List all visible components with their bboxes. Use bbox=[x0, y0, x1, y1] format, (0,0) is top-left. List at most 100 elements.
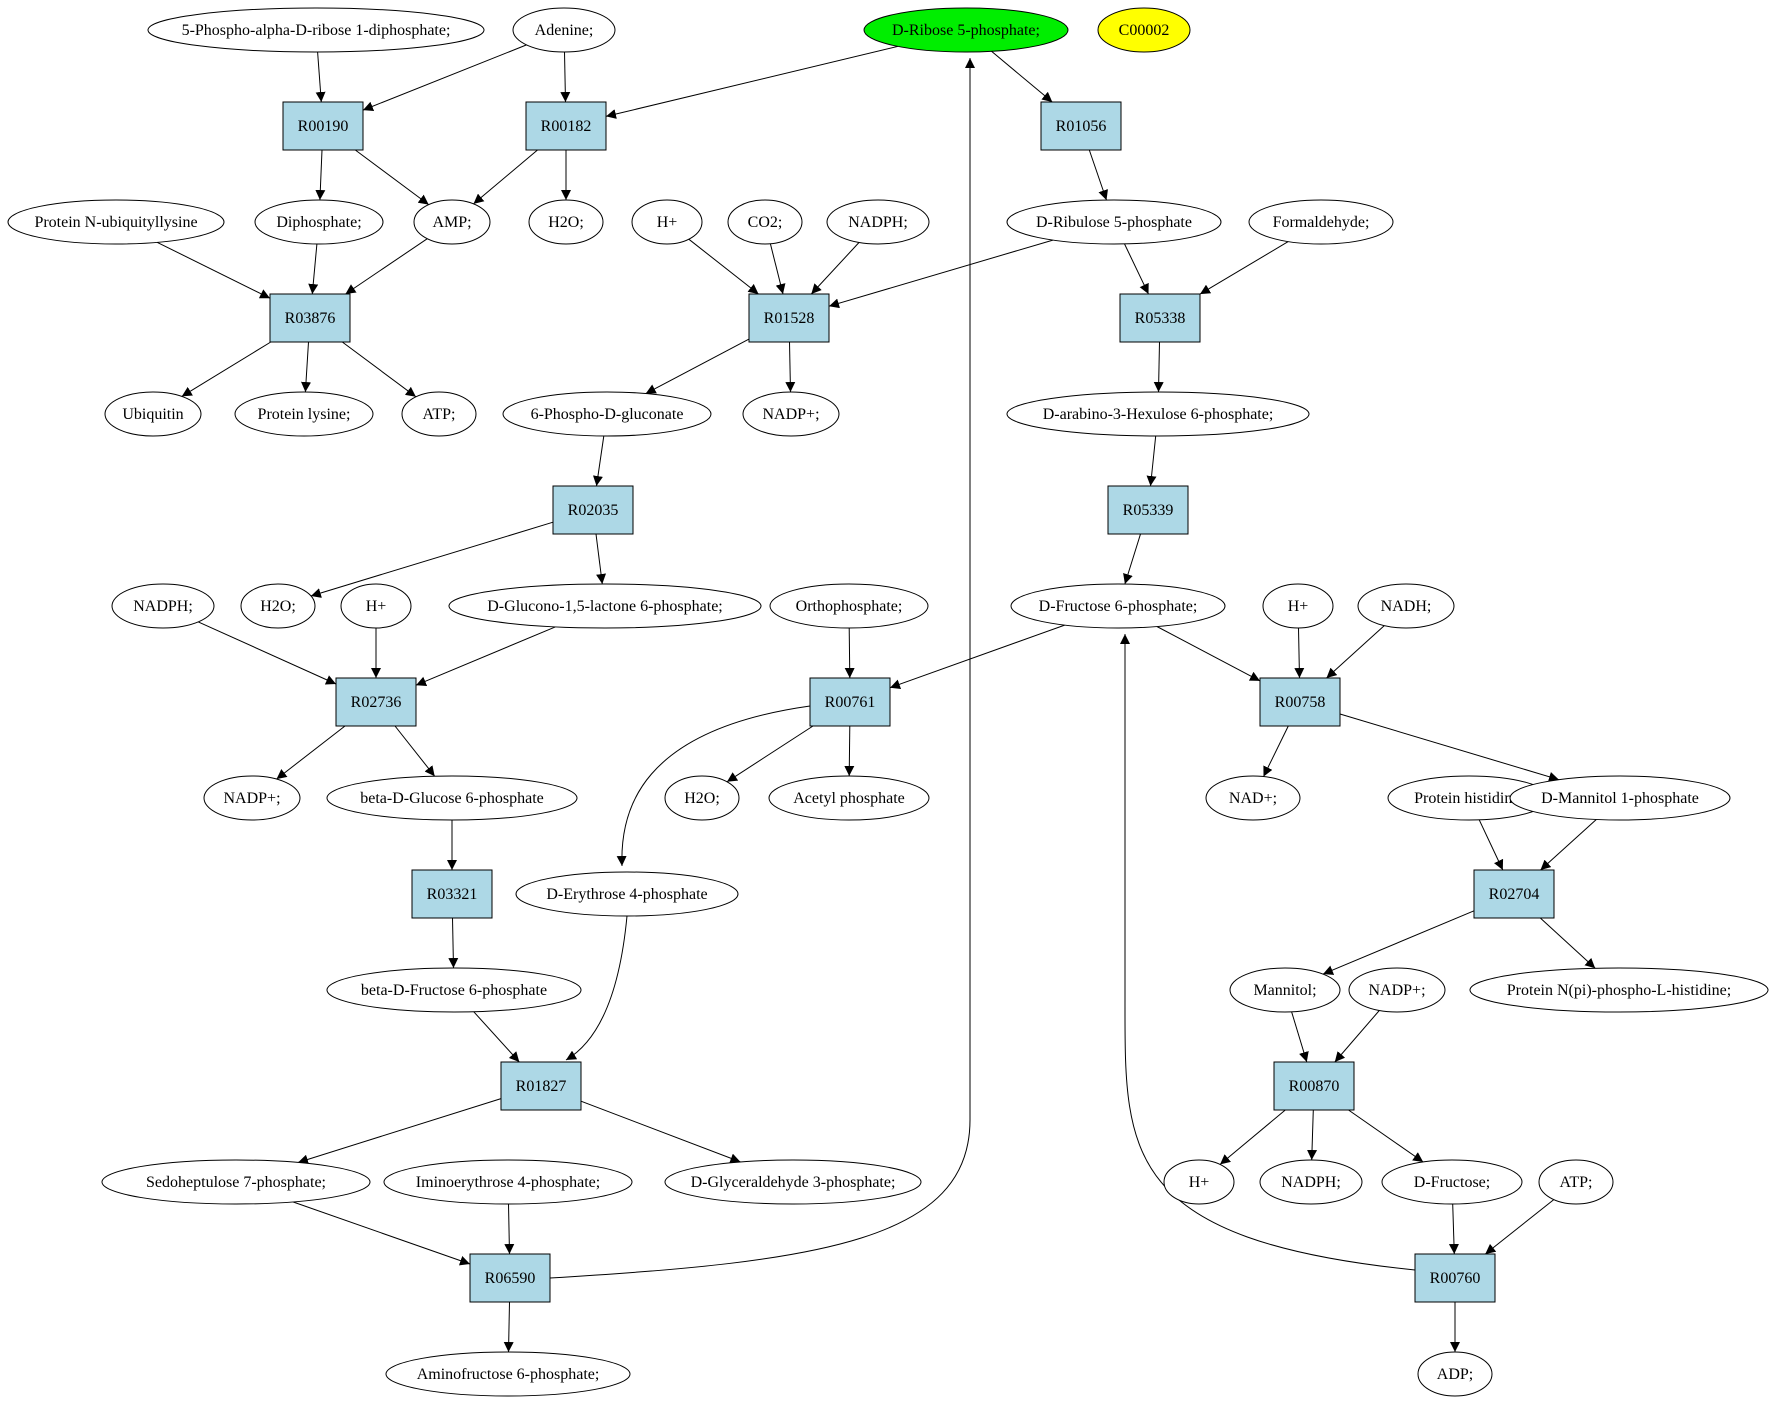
reaction-node-r02035[interactable]: R02035 bbox=[552, 485, 634, 535]
edge-arrow bbox=[297, 1098, 502, 1165]
compound-ellipse bbox=[147, 7, 485, 53]
edge-arrow bbox=[592, 435, 605, 487]
reaction-node-r03876[interactable]: R03876 bbox=[269, 293, 351, 343]
compound-node-c-gap[interactable]: D-Glyceraldehyde 3-phosphate; bbox=[664, 1159, 922, 1205]
compound-node-c-nadph-1[interactable]: NADPH; bbox=[826, 199, 930, 245]
edge-r02035-to-c_h2o_2 bbox=[310, 521, 554, 598]
edge-arrow bbox=[1348, 1109, 1424, 1163]
reaction-node-r03321[interactable]: R03321 bbox=[411, 869, 493, 919]
reaction-box bbox=[1273, 1061, 1355, 1111]
node-label: Acetyl phosphate bbox=[793, 790, 905, 807]
compound-ellipse bbox=[664, 775, 740, 821]
compound-node-c-hplus-3[interactable]: H+ bbox=[1262, 583, 1334, 629]
compound-node-c-glac6p[interactable]: D-Glucono-1,5-lactone 6-phosphate; bbox=[448, 583, 762, 629]
reaction-node-r05339[interactable]: R05339 bbox=[1107, 485, 1189, 535]
compound-node-c-c00002[interactable]: C00002 bbox=[1097, 7, 1191, 53]
edge-arrow bbox=[1124, 243, 1149, 295]
reaction-node-r00182[interactable]: R00182 bbox=[525, 101, 607, 151]
edge-arrow bbox=[1219, 1109, 1286, 1165]
reaction-node-r00870[interactable]: R00870 bbox=[1273, 1061, 1355, 1111]
compound-node-c-adp[interactable]: ADP; bbox=[1417, 1351, 1493, 1397]
compound-node-c-bf6p[interactable]: beta-D-Fructose 6-phosphate bbox=[326, 967, 582, 1013]
compound-node-c-formald[interactable]: Formaldehyde; bbox=[1248, 199, 1394, 245]
compound-node-c-protlys[interactable]: Protein lysine; bbox=[234, 391, 374, 437]
reaction-box bbox=[269, 293, 351, 343]
compound-node-c-r5p[interactable]: D-Ribose 5-phosphate; bbox=[863, 7, 1069, 53]
reaction-node-r01528[interactable]: R01528 bbox=[748, 293, 830, 343]
compound-node-c-nadph-3[interactable]: NADPH; bbox=[1259, 1159, 1363, 1205]
reaction-box bbox=[411, 869, 493, 919]
compound-node-c-ubiq[interactable]: Ubiquitin bbox=[104, 391, 202, 437]
compound-node-c-atp-1[interactable]: ATP; bbox=[401, 391, 477, 437]
edge-r01528-to-c_nadp_1 bbox=[785, 341, 796, 393]
reaction-node-r00190[interactable]: R00190 bbox=[282, 101, 364, 151]
compound-node-c-6pg[interactable]: 6-Phospho-D-gluconate bbox=[502, 391, 712, 437]
compound-node-c-orthop[interactable]: Orthophosphate; bbox=[769, 583, 929, 629]
compound-node-c-prothis[interactable]: Protein histidine; bbox=[1387, 775, 1551, 821]
compound-node-c-acetylp[interactable]: Acetyl phosphate bbox=[768, 775, 930, 821]
compound-node-c-hplus-1[interactable]: H+ bbox=[631, 199, 703, 245]
edge-arrow bbox=[198, 621, 337, 685]
compound-node-c-fru[interactable]: D-Fructose; bbox=[1381, 1159, 1523, 1205]
compound-node-c-ru5p[interactable]: D-Ribulose 5-phosphate bbox=[1006, 199, 1222, 245]
compound-node-c-prothisp[interactable]: Protein N(pi)-phospho-L-histidine; bbox=[1469, 967, 1769, 1013]
node-label: R01827 bbox=[516, 1078, 567, 1095]
compound-node-c-nadp-2[interactable]: NADP+; bbox=[203, 775, 301, 821]
compound-ellipse bbox=[727, 199, 803, 245]
compound-node-c-hu6p[interactable]: D-arabino-3-Hexulose 6-phosphate; bbox=[1006, 391, 1310, 437]
reaction-node-r01056[interactable]: R01056 bbox=[1040, 101, 1122, 151]
compound-node-c-h2o-2[interactable]: H2O; bbox=[240, 583, 316, 629]
compound-ellipse bbox=[528, 199, 604, 245]
edge-c_mtl1p-to-r02704 bbox=[1540, 819, 1597, 871]
reaction-node-r01827[interactable]: R01827 bbox=[500, 1061, 582, 1111]
compound-ellipse bbox=[664, 1159, 922, 1205]
compound-node-c-s7p[interactable]: Sedoheptulose 7-phosphate; bbox=[101, 1159, 371, 1205]
compound-node-c-nadp-3[interactable]: NADP+; bbox=[1348, 967, 1446, 1013]
compound-node-c-mtl1p[interactable]: D-Mannitol 1-phosphate bbox=[1509, 775, 1731, 821]
node-label: Iminoerythrose 4-phosphate; bbox=[416, 1174, 600, 1191]
compound-node-c-amp[interactable]: AMP; bbox=[413, 199, 491, 245]
compound-node-c-e4p[interactable]: D-Erythrose 4-phosphate bbox=[515, 871, 739, 917]
edges-layer bbox=[156, 44, 1597, 1353]
compound-node-c-h2o-1[interactable]: H2O; bbox=[528, 199, 604, 245]
edge-arrow bbox=[1322, 910, 1475, 975]
compound-node-c-bg6p[interactable]: beta-D-Glucose 6-phosphate bbox=[326, 775, 578, 821]
edge-arrow bbox=[504, 1203, 515, 1255]
compound-node-c-nad[interactable]: NAD+; bbox=[1205, 775, 1301, 821]
compound-node-c-adenine[interactable]: Adenine; bbox=[512, 7, 616, 53]
reaction-node-r00761[interactable]: R00761 bbox=[809, 677, 891, 727]
compound-node-c-protubq[interactable]: Protein N-ubiquityllysine bbox=[7, 199, 225, 245]
compound-node-c-imino[interactable]: Iminoerythrose 4-phosphate; bbox=[383, 1159, 633, 1205]
compound-node-c-nadh[interactable]: NADH; bbox=[1357, 583, 1455, 629]
compound-node-c-co2[interactable]: CO2; bbox=[727, 199, 803, 245]
edge-c_r5p-to-r00182 bbox=[605, 45, 898, 119]
reaction-node-r00760[interactable]: R00760 bbox=[1414, 1253, 1496, 1303]
compound-node-c-hplus-2[interactable]: H+ bbox=[340, 583, 412, 629]
compound-node-c-aminofru[interactable]: Aminofructose 6-phosphate; bbox=[385, 1351, 631, 1397]
compound-node-c-hplus-4[interactable]: H+ bbox=[1163, 1159, 1235, 1205]
reaction-node-r06590[interactable]: R06590 bbox=[469, 1253, 551, 1303]
edge-c_nadph_2-to-r02736 bbox=[198, 621, 337, 685]
compound-node-c-nadp-1[interactable]: NADP+; bbox=[742, 391, 840, 437]
compound-node-c-h2o-3[interactable]: H2O; bbox=[664, 775, 740, 821]
compound-node-c-prpp[interactable]: 5-Phospho-alpha-D-ribose 1-diphosphate; bbox=[147, 7, 485, 53]
compound-node-c-mannitol[interactable]: Mannitol; bbox=[1229, 967, 1341, 1013]
compound-ellipse bbox=[769, 583, 929, 629]
compound-node-c-diphos[interactable]: Diphosphate; bbox=[254, 199, 384, 245]
node-label: NADPH; bbox=[848, 214, 908, 231]
compound-node-c-nadph-2[interactable]: NADPH; bbox=[111, 583, 215, 629]
reaction-node-r00758[interactable]: R00758 bbox=[1259, 677, 1341, 727]
compound-node-c-f6p[interactable]: D-Fructose 6-phosphate; bbox=[1010, 583, 1226, 629]
compound-node-c-atp-2[interactable]: ATP; bbox=[1538, 1159, 1614, 1205]
node-label: AMP; bbox=[432, 214, 471, 231]
compound-ellipse bbox=[104, 391, 202, 437]
node-label: R02736 bbox=[351, 694, 402, 711]
reaction-node-r02704[interactable]: R02704 bbox=[1473, 869, 1555, 919]
edge-arrow bbox=[1088, 149, 1108, 201]
node-label: Diphosphate; bbox=[276, 214, 361, 231]
reaction-node-r05338[interactable]: R05338 bbox=[1119, 293, 1201, 343]
edge-c_s7p-to-r06590 bbox=[292, 1201, 471, 1266]
reaction-box bbox=[1119, 293, 1201, 343]
reaction-node-r02736[interactable]: R02736 bbox=[335, 677, 417, 727]
